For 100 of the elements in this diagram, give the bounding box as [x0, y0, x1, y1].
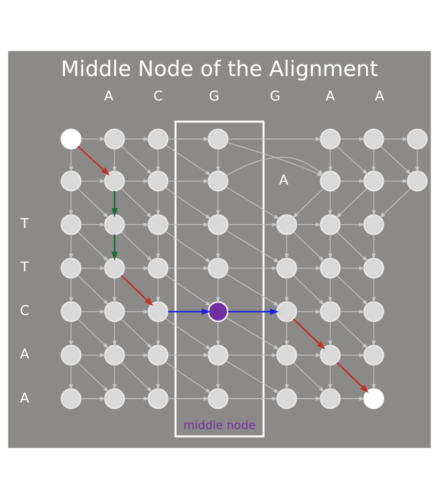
arrow	[415, 148, 420, 172]
label: C	[153, 88, 163, 105]
arrow	[112, 148, 117, 172]
node-circle	[60, 170, 82, 192]
node-circle	[363, 301, 384, 322]
arrow	[216, 234, 220, 260]
arrow	[340, 179, 366, 184]
node-circle	[60, 344, 82, 366]
arrow	[328, 148, 332, 172]
arrow	[340, 266, 366, 270]
arrow	[340, 353, 366, 358]
arrow	[296, 310, 322, 314]
arrow	[226, 273, 280, 306]
arrow	[112, 278, 117, 304]
arrow	[228, 222, 278, 227]
arrow	[124, 353, 150, 358]
node-circle	[208, 258, 228, 279]
arrow	[156, 364, 160, 390]
node-circle	[104, 388, 125, 410]
node-circle	[320, 258, 341, 279]
arrow	[383, 136, 409, 142]
arrow	[68, 278, 74, 304]
node-circle	[104, 128, 125, 150]
arrow	[168, 308, 211, 315]
label: A	[279, 172, 288, 189]
arrow	[77, 362, 109, 392]
arrow	[328, 190, 332, 216]
arrow	[226, 186, 280, 220]
arrow	[168, 179, 210, 184]
arrow	[292, 188, 324, 218]
node-circle	[104, 301, 125, 322]
node-circle	[104, 344, 125, 366]
node-circle	[320, 344, 341, 366]
arrow	[226, 230, 280, 263]
arrow	[336, 232, 368, 262]
arrow	[380, 188, 411, 218]
arrow	[372, 234, 376, 260]
arrow	[216, 190, 220, 216]
arrow	[120, 275, 154, 306]
node-circle	[320, 301, 341, 322]
arrow	[124, 396, 150, 401]
label: T	[20, 260, 29, 276]
arrow	[165, 318, 212, 350]
node-circle	[148, 128, 168, 150]
arrow	[293, 362, 324, 392]
arrow	[124, 266, 150, 270]
label: A	[20, 390, 30, 406]
label: A	[326, 88, 335, 105]
arrow	[216, 278, 220, 304]
node-circle	[320, 214, 341, 235]
node-circle	[320, 170, 341, 192]
arrow	[372, 278, 376, 304]
node-circle	[60, 214, 82, 235]
node-circle	[320, 128, 341, 150]
arrow	[372, 364, 376, 390]
arrow	[112, 364, 117, 390]
label: A	[20, 346, 30, 363]
node-circle	[60, 301, 82, 322]
arrow	[296, 396, 322, 401]
arrow	[68, 364, 74, 390]
arrow	[120, 232, 152, 262]
arrow	[168, 136, 210, 142]
arrow	[293, 232, 324, 262]
arrow	[340, 310, 366, 314]
label: C	[20, 303, 30, 320]
arrow	[216, 364, 220, 390]
node-circle	[104, 214, 125, 235]
arrow	[336, 318, 368, 349]
arrow	[226, 156, 324, 176]
arrow	[156, 148, 160, 172]
arrow	[124, 310, 150, 314]
arrow	[228, 396, 278, 401]
arrow	[68, 190, 74, 216]
arrow	[336, 188, 368, 218]
arrow	[296, 222, 322, 227]
arrow	[165, 144, 212, 176]
diagram-title: Middle Node of the Alignment	[60, 56, 378, 82]
arrow	[296, 266, 322, 270]
arrow	[284, 234, 289, 260]
arrow	[284, 278, 289, 304]
arrow	[77, 146, 110, 176]
label: T	[20, 216, 29, 232]
arrow	[77, 318, 109, 349]
arrow	[68, 321, 74, 347]
node-circle	[148, 258, 168, 279]
arrow	[168, 396, 210, 401]
arrow	[340, 396, 366, 401]
arrow	[156, 190, 160, 216]
arrow	[292, 318, 326, 350]
arrow	[216, 148, 220, 172]
arrow	[336, 275, 368, 306]
arrow	[228, 136, 322, 142]
node-circle	[148, 214, 168, 235]
node-circle	[406, 170, 428, 192]
node-circle	[208, 301, 228, 322]
node-circle	[104, 258, 125, 279]
arrow	[340, 222, 366, 227]
arrow	[112, 321, 117, 347]
arrow	[124, 136, 150, 142]
node-circle	[363, 128, 384, 150]
